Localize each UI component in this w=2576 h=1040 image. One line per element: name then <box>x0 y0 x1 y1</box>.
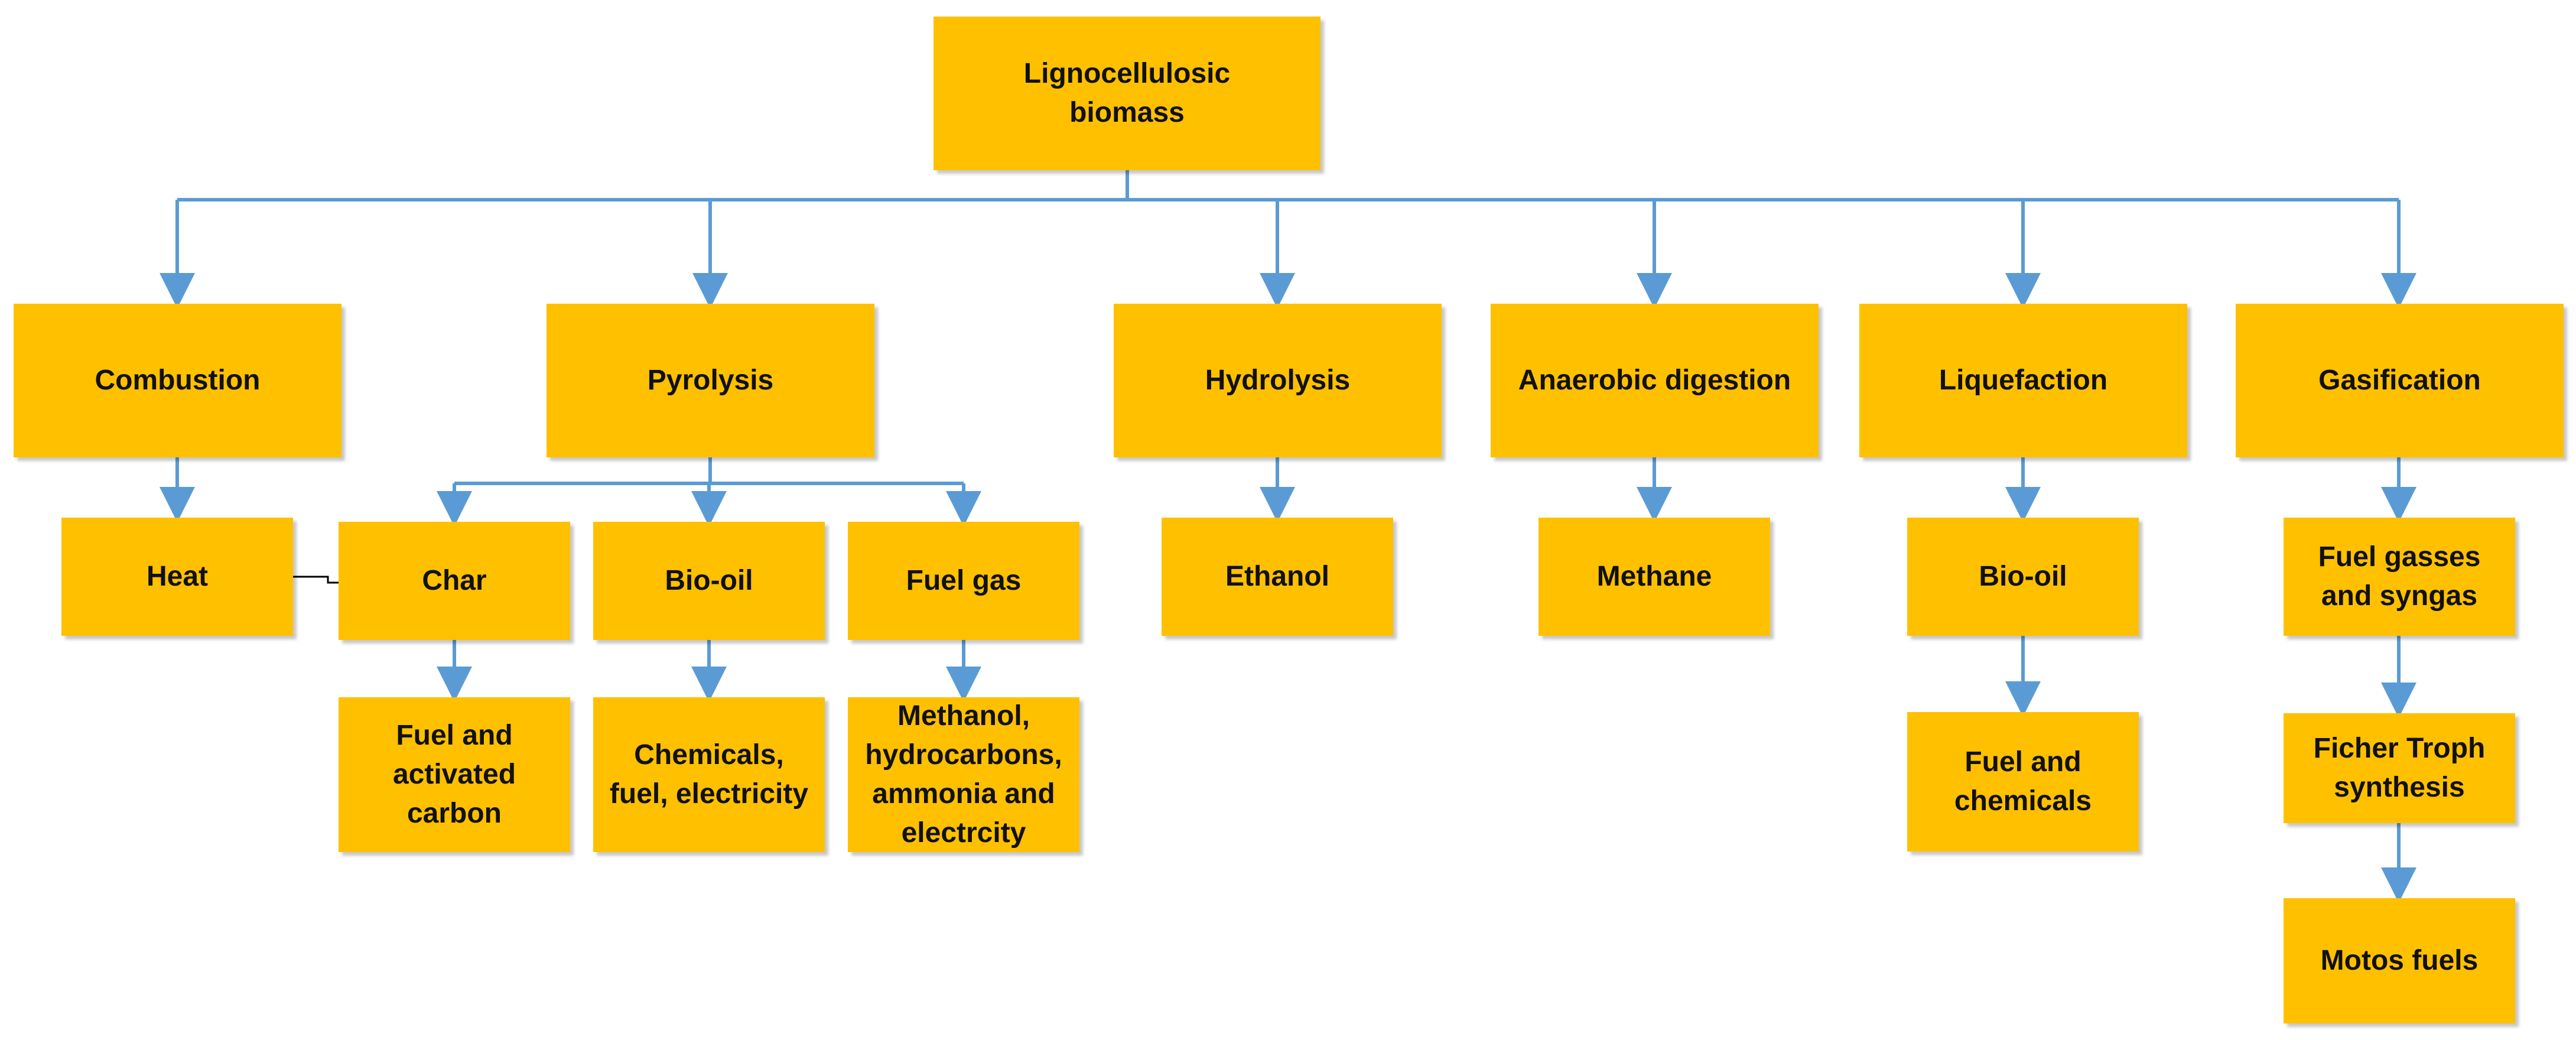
node-fuel-activated-carbon: Fuel and activated carbon <box>339 697 570 852</box>
node-hydrolysis: Hydrolysis <box>1114 304 1442 457</box>
node-gasification: Gasification <box>2236 304 2564 457</box>
node-motos-fuels: Motos fuels <box>2284 898 2515 1023</box>
node-pyrolysis: Pyrolysis <box>547 304 874 457</box>
node-chemicals-fuel-electricity: Chemicals, fuel, electricity <box>593 697 825 852</box>
connector-lines <box>160 170 2416 903</box>
node-ficher-troph-synthesis: Ficher Troph synthesis <box>2284 713 2515 823</box>
node-lignocellulosic-biomass: Lignocellulosic biomass <box>934 17 1320 170</box>
connector-heat-char <box>293 576 339 584</box>
node-anaerobic-digestion: Anaerobic digestion <box>1491 304 1819 457</box>
node-pyrolysis-bio-oil: Bio-oil <box>593 522 825 640</box>
node-liquefaction-bio-oil: Bio-oil <box>1907 518 2139 636</box>
node-liquefaction: Liquefaction <box>1859 304 2187 457</box>
node-fuel-and-chemicals: Fuel and chemicals <box>1907 712 2139 852</box>
node-combustion: Combustion <box>14 304 341 457</box>
node-heat: Heat <box>61 518 293 636</box>
node-fuel-gas: Fuel gas <box>848 522 1079 640</box>
node-methane: Methane <box>1539 518 1770 636</box>
node-ethanol: Ethanol <box>1162 518 1393 636</box>
node-char: Char <box>339 522 570 640</box>
node-fuel-gasses-syngas: Fuel gasses and syngas <box>2284 518 2515 636</box>
node-methanol-hydrocarbons: Methanol, hydrocarbons, ammonia and elec… <box>848 697 1079 852</box>
